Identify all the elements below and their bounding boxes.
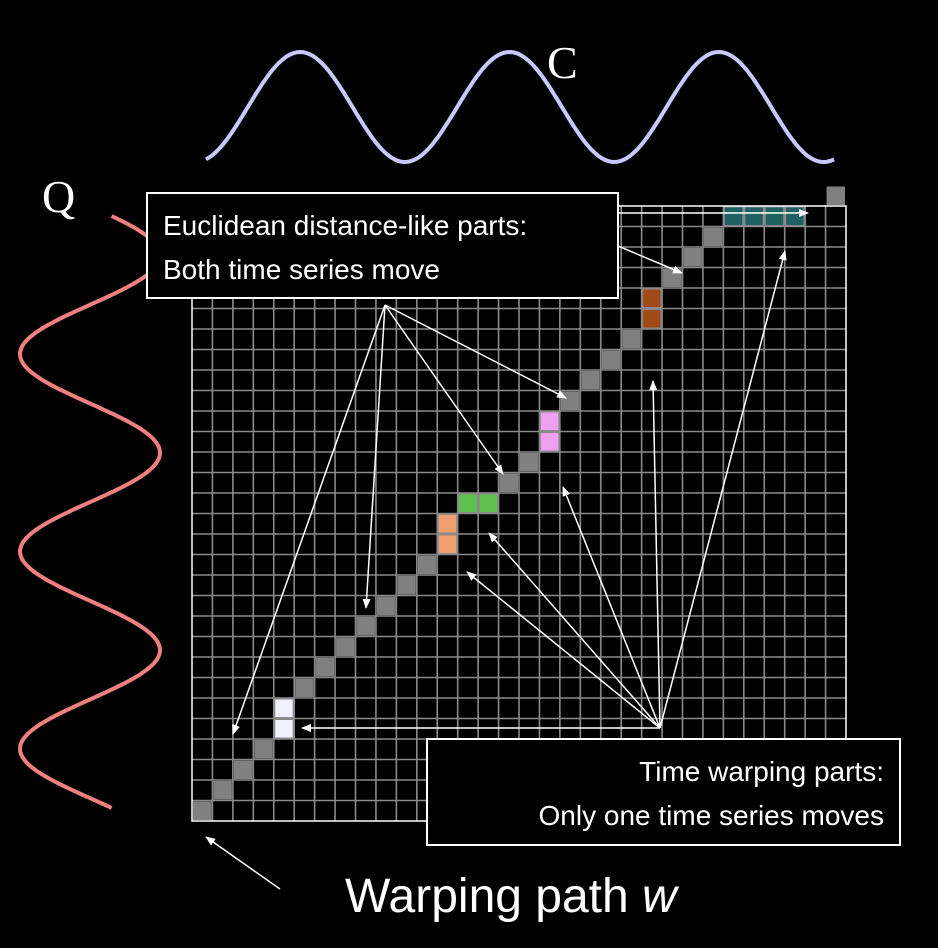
euclidean-callout-line1: Euclidean distance-like parts: [163, 210, 527, 241]
warp-cell-brown [642, 309, 662, 329]
series-c-curve [204, 49, 835, 165]
path-cell [417, 555, 437, 574]
warping-path-caption-prefix: Warping path [345, 870, 642, 923]
euclidean-arrows [232, 209, 809, 735]
euclid-arrow [617, 245, 683, 274]
path-cell [703, 227, 723, 246]
path-cell [622, 330, 641, 349]
path-cell [397, 576, 416, 595]
warp-cell-brown [642, 288, 662, 308]
time-warping-callout-line2: Only one time series moves [539, 800, 884, 831]
warp-arrow [659, 250, 787, 729]
path-cell [683, 248, 702, 267]
series-q-label: Q [42, 171, 75, 222]
warp-cell-orange [437, 534, 458, 554]
warping-path-symbol: w [642, 870, 680, 923]
time-warping-callout-box [426, 738, 901, 846]
path-cell [315, 658, 335, 677]
path-cell [499, 473, 518, 492]
path-cell [336, 637, 355, 656]
path-cell [560, 391, 580, 410]
warp-arrow [649, 380, 661, 729]
warp-cell-white [274, 719, 294, 739]
warp-arrow [466, 571, 661, 729]
euclid-arrow [384, 304, 567, 399]
path-cell [520, 453, 539, 472]
warp-arrow [488, 532, 661, 729]
warp-arrow [562, 486, 661, 729]
path-cell [356, 617, 375, 636]
time-warping-callout-line1: Time warping parts: [639, 756, 884, 787]
warp-cell-teal [723, 206, 744, 226]
warp-cell-teal [764, 206, 785, 226]
warp-cell-teal [744, 206, 764, 226]
path-cell [826, 186, 845, 205]
path-cell [376, 596, 396, 615]
time-warping-callout: Time warping parts: Only one time series… [426, 738, 901, 846]
warp-cell-pink [539, 411, 560, 431]
path-cell [254, 740, 273, 759]
path-cell [193, 801, 212, 820]
warp-cell-pink [539, 432, 560, 452]
euclidean-callout-line2: Both time series move [163, 254, 440, 285]
euclid-arrow [362, 304, 386, 609]
warp-cell-white [274, 698, 294, 718]
warp-cell-teal [785, 206, 805, 226]
series-c-label: C [547, 37, 578, 88]
path-cell [581, 371, 600, 390]
warp-cell-green [478, 493, 499, 513]
euclid-arrow [384, 304, 504, 475]
warping-path-caption: Warping path w [345, 870, 680, 923]
warp-cell-green [458, 493, 478, 513]
path-cell [213, 781, 232, 800]
path-cell [295, 678, 314, 697]
euclid-arrow [232, 304, 386, 735]
warping-path-arrow [205, 836, 281, 890]
euclidean-callout-box [146, 192, 619, 299]
path-cell [233, 760, 253, 779]
series-q-curve [17, 214, 163, 810]
warp-cell-orange [437, 514, 458, 534]
euclidean-callout: Euclidean distance-like parts: Both time… [146, 192, 619, 299]
path-cell [601, 350, 621, 369]
time-warping-arrows [301, 250, 787, 732]
